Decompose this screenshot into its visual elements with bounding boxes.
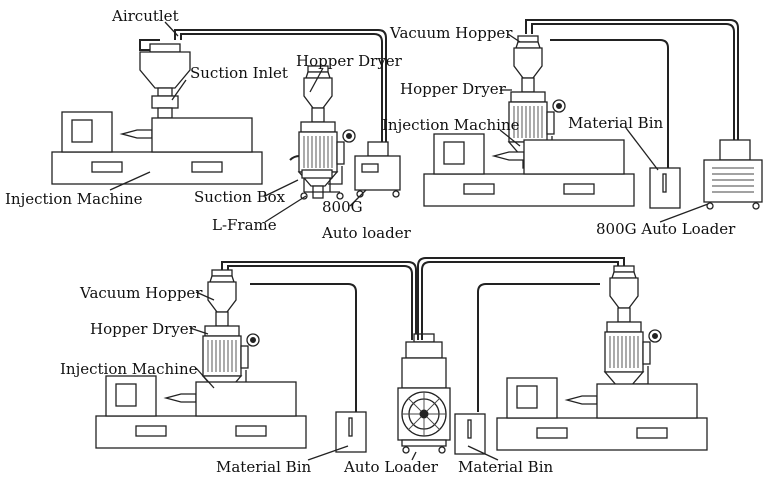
system-bottom-left xyxy=(95,261,417,453)
injection-machine-4 xyxy=(496,377,708,451)
label-800g-top: 800G xyxy=(322,198,363,216)
label-material-bin-4: Material Bin xyxy=(458,458,554,476)
label-injection-machine-1: Injection Machine xyxy=(5,190,143,208)
labels: Aircutlet Suction Inlet Hopper Dryer Inj… xyxy=(5,7,736,476)
label-800g-auto-loader-2: 800G Auto Loader xyxy=(596,220,736,238)
label-hopper-dryer-3: Hopper Dryer xyxy=(90,320,197,338)
material-bin-3 xyxy=(335,411,367,453)
hopper-dryer-4 xyxy=(604,265,662,399)
l-frame xyxy=(300,169,344,200)
label-vacuum-hopper-3: Vacuum Hopper xyxy=(79,284,203,302)
label-injection-machine-3: Injection Machine xyxy=(60,360,198,378)
material-bin-2 xyxy=(649,167,681,209)
label-material-bin-3: Material Bin xyxy=(216,458,312,476)
auto-loader-center xyxy=(397,333,451,454)
label-auto-loader-bottom: Auto loader xyxy=(321,224,412,242)
injection-machine-1 xyxy=(51,111,263,185)
injection-machine-2 xyxy=(423,133,635,207)
label-hopper-dryer-1: Hopper Dryer xyxy=(296,52,403,70)
system-top-right xyxy=(423,19,763,210)
label-suction-box: Suction Box xyxy=(194,188,286,206)
material-bin-4 xyxy=(454,413,486,455)
label-auto-loader-3: Auto Loader xyxy=(343,458,439,476)
label-suction-inlet: Suction Inlet xyxy=(190,64,288,82)
label-l-frame: L-Frame xyxy=(212,216,277,234)
system-bottom-right xyxy=(417,257,708,455)
auto-loader-800g-1 xyxy=(354,141,401,198)
label-hopper-dryer-2: Hopper Dryer xyxy=(400,80,507,98)
leader-lines xyxy=(109,21,709,461)
auto-loader-800g-2 xyxy=(703,139,763,210)
label-aircutlet: Aircutlet xyxy=(111,7,179,25)
system-top-left xyxy=(51,29,401,200)
label-vacuum-hopper-2: Vacuum Hopper xyxy=(389,24,513,42)
injection-machine-3 xyxy=(95,375,307,449)
label-injection-machine-2: Injection Machine xyxy=(382,116,520,134)
label-material-bin-2: Material Bin xyxy=(568,114,664,132)
